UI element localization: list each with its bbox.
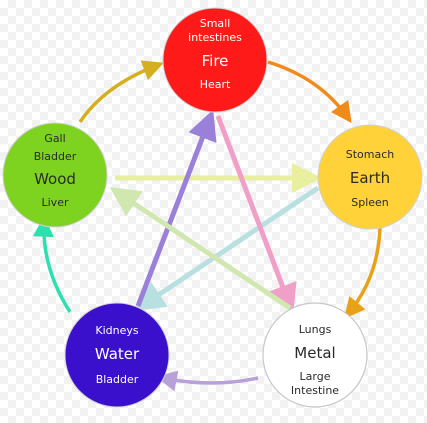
wood-circle [2,122,108,228]
fire-label: Fire [202,52,229,70]
generating-cycle [32,60,382,392]
arrow-earth-to-metal [343,227,382,319]
wood-organ-bottom: Liver [42,196,69,209]
metal-circle [262,302,368,408]
water-circle [64,302,170,408]
water-element: Kidneys Water Bladder [64,302,170,408]
wood-organ-top-line1: Gall [44,132,65,145]
wood-label: Wood [34,170,76,188]
arrow-fire-to-metal [215,115,297,315]
water-organ-bottom: Bladder [96,373,139,386]
fire-organ-top-line2: intestines [188,31,242,44]
wood-organ-top-line2: Bladder [34,150,77,163]
arrow-wood-to-fire [78,60,164,123]
arrow-water-to-wood [32,215,72,313]
fire-organ-bottom: Heart [200,78,231,91]
earth-circle [317,124,423,230]
arrow-metal-to-water [155,370,259,392]
earth-organ-top: Stomach [346,148,395,161]
wood-element: Gall Bladder Wood Liver [2,122,108,228]
metal-organ-top: Lungs [299,323,332,336]
arrow-water-to-fire [135,109,217,307]
earth-organ-bottom: Spleen [351,196,389,209]
arrow-fire-to-earth [267,60,352,124]
earth-element: Stomach Earth Spleen [317,124,423,230]
arrow-metal-to-wood [109,186,292,311]
water-organ-top: Kidneys [95,324,139,337]
arrow-earth-to-water [134,185,320,312]
fire-organ-top-line1: Small [200,17,231,30]
water-label: Water [95,345,140,363]
metal-organ-bottom-line2: Intestine [291,384,339,397]
controlling-star [109,109,322,315]
metal-element: Lungs Metal Large Intestine [262,302,368,408]
metal-organ-bottom-line1: Large [300,370,331,383]
fire-element: Small intestines Fire Heart [162,7,268,113]
metal-label: Metal [294,344,335,362]
earth-label: Earth [350,169,390,187]
fire-circle [162,7,268,113]
